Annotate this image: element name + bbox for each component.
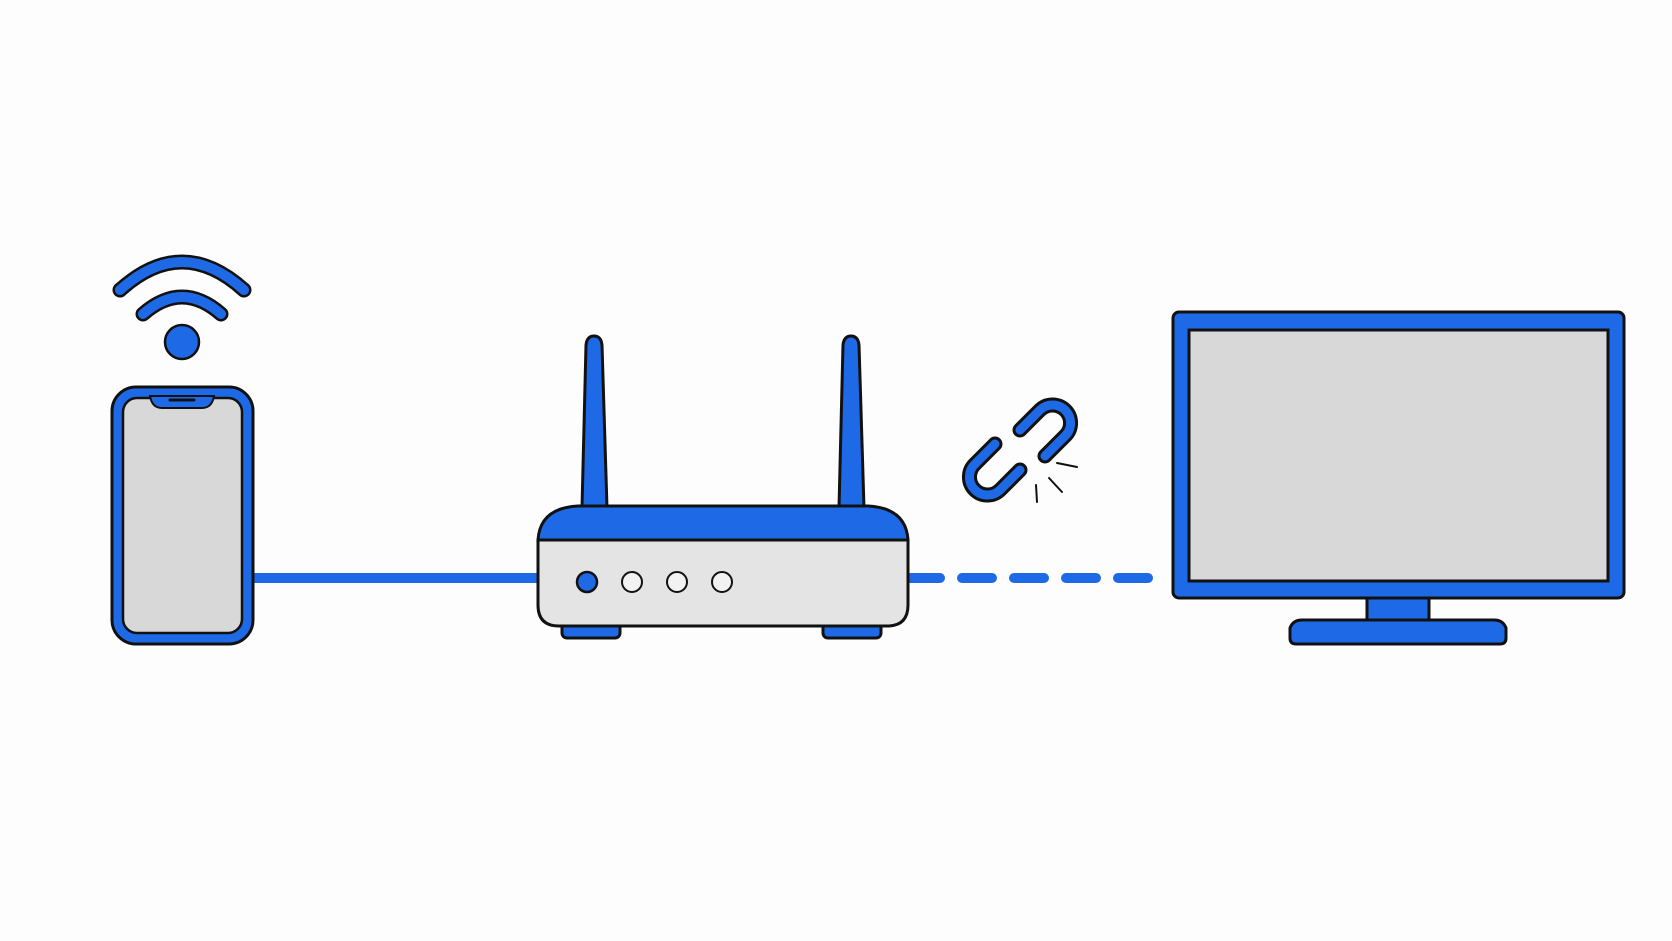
monitor-icon	[1171, 310, 1626, 646]
router-light-2	[621, 571, 643, 593]
break-spark-1	[1056, 462, 1078, 468]
router-icon	[536, 334, 910, 640]
break-spark-2	[1048, 477, 1063, 493]
monitor-screen	[1187, 328, 1610, 583]
break-spark-3	[1035, 484, 1038, 503]
wifi-icon	[112, 254, 252, 361]
smartphone-icon	[110, 385, 255, 646]
monitor-base	[1288, 618, 1508, 646]
phone-notch	[148, 395, 216, 409]
router-light-1	[575, 570, 599, 594]
wifi-dot	[163, 323, 201, 361]
broken-link-icon	[962, 397, 1078, 503]
phone-screen	[121, 396, 244, 635]
router-light-4	[711, 571, 733, 593]
router-antenna-left	[580, 334, 609, 510]
router-top	[536, 504, 910, 542]
router-antenna-right	[837, 334, 866, 510]
router-light-3	[666, 571, 688, 593]
